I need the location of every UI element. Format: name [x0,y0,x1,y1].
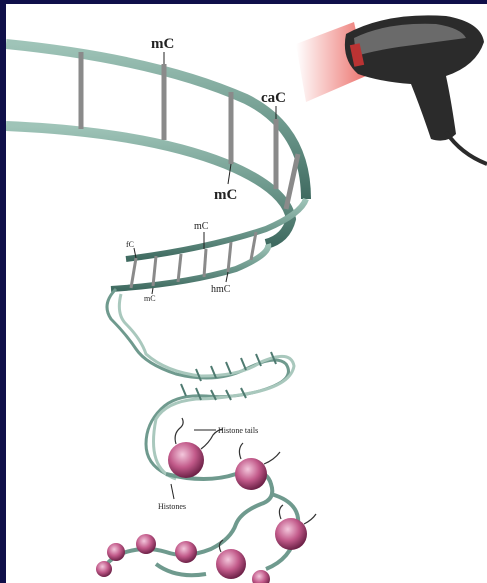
diagram-canvas: mC caC mC mC fC mC hmC Histone tails His… [6,4,487,583]
histone [96,561,112,577]
chromatin-fiber [101,472,298,576]
histone [175,541,197,563]
histones-group [96,442,307,583]
histone [252,570,270,583]
label-histones: Histones [158,502,186,511]
label-mc-small: mC [194,221,209,232]
histone [235,458,267,490]
label-hmc: hmC [211,284,231,295]
dna-ladder-large [6,44,306,244]
label-fc: fC [126,240,134,249]
dna-epigenetics-diagram: mC caC mC mC fC mC hmC Histone tails His… [6,4,487,583]
histone [168,442,204,478]
label-mc-mid: mC [214,187,237,203]
label-cac: caC [261,90,286,106]
label-mc-top: mC [151,36,174,52]
barcode-scanner-icon [296,15,487,164]
histone [216,549,246,579]
histone [136,534,156,554]
histone [107,543,125,561]
label-histone-tails: Histone tails [218,426,258,435]
label-mc-tiny: mC [144,294,156,303]
histone [275,518,307,550]
